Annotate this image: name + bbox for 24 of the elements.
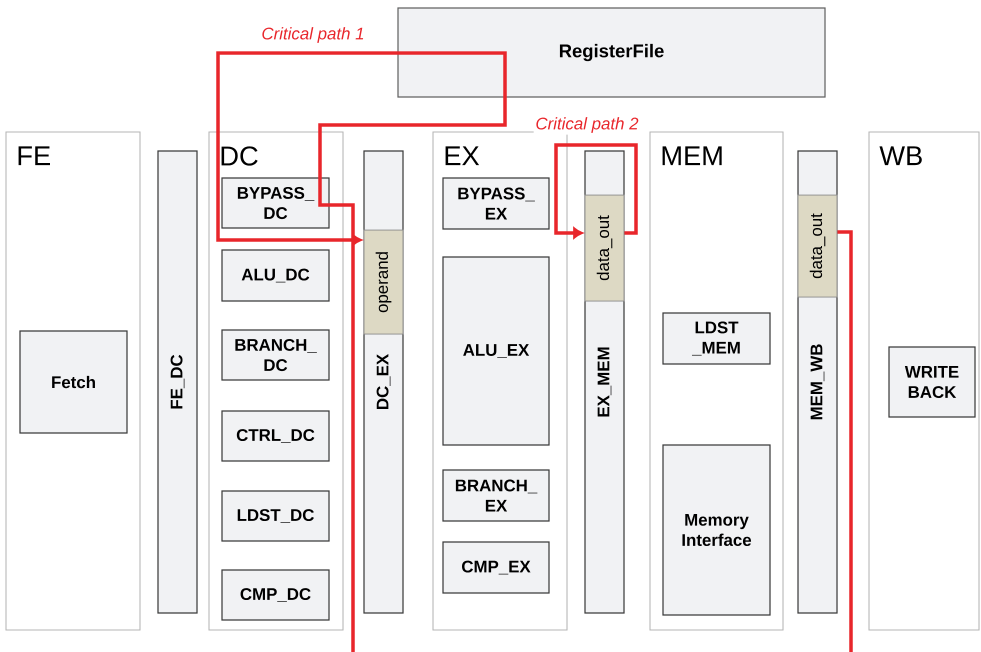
module-box: LDST_DC bbox=[221, 490, 330, 542]
module-box: Fetch bbox=[19, 330, 128, 434]
module-box: CMP_DC bbox=[221, 569, 330, 621]
module-box: BRANCH_ DC bbox=[221, 329, 330, 381]
register-field: data_out bbox=[584, 194, 624, 302]
register-field: data_out bbox=[798, 194, 838, 298]
module-box: Memory Interface bbox=[662, 444, 771, 616]
module-box: CTRL_DC bbox=[221, 410, 330, 462]
module-box: WRITE BACK bbox=[888, 346, 976, 418]
module-box: BYPASS_ EX bbox=[442, 177, 550, 230]
critical-path-line bbox=[216, 51, 507, 652]
pipeline-register-bar: FE_DC bbox=[157, 150, 198, 614]
critical-path-line bbox=[837, 230, 853, 652]
module-box: CMP_EX bbox=[442, 541, 550, 594]
register-file-box: RegisterFile bbox=[397, 7, 826, 98]
module-box: BYPASS_ DC bbox=[221, 177, 330, 229]
module-box: ALU_EX bbox=[442, 256, 550, 446]
edge-label: Critical path 1 bbox=[260, 25, 366, 45]
register-field: operand bbox=[364, 230, 404, 334]
edge-label: Critical path 2 bbox=[534, 115, 640, 135]
critical-path-line bbox=[554, 143, 638, 238]
module-box: LDST _MEM bbox=[662, 312, 771, 365]
module-box: ALU_DC bbox=[221, 249, 330, 302]
module-box: BRANCH_ EX bbox=[442, 469, 550, 522]
